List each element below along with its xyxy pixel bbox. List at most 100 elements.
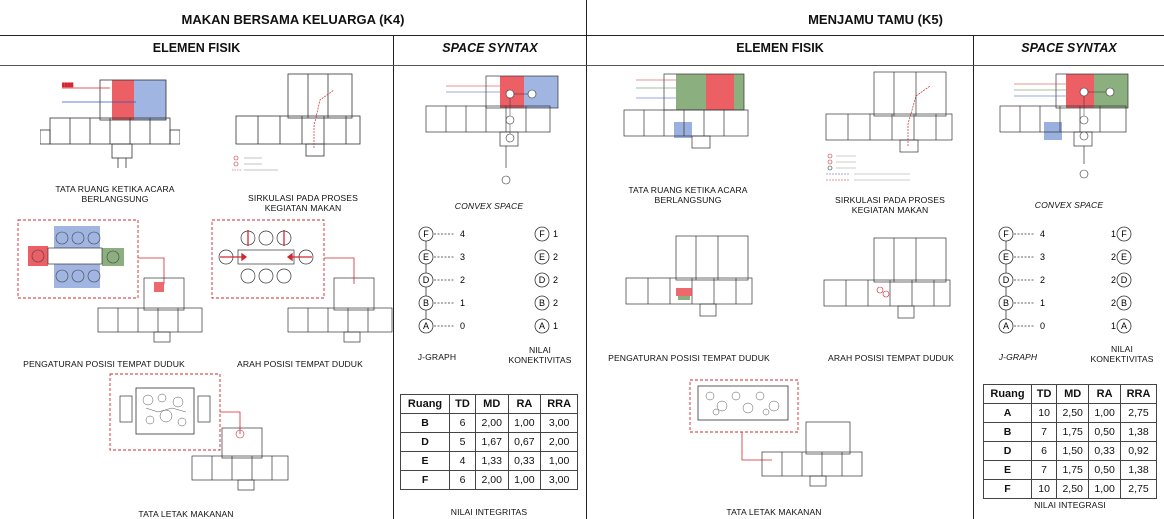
table-cell: 0,33 bbox=[507, 451, 542, 471]
jgraph-node-label: A bbox=[423, 321, 429, 331]
jgraph-node bbox=[998, 318, 1014, 334]
k5-pengaturan-plan bbox=[625, 235, 753, 317]
table-header: RA bbox=[507, 394, 542, 414]
konektivitas-value: 1 bbox=[553, 229, 558, 239]
table-cell: 1,33 bbox=[474, 451, 509, 471]
k5-section-title: MENJAMU TAMU (K5) bbox=[808, 12, 943, 27]
k4-section-title: MAKAN BERSAMA KELUARGA (K4) bbox=[181, 12, 405, 27]
table-cell: 1,75 bbox=[1056, 422, 1090, 442]
table-cell: D bbox=[399, 432, 451, 452]
konektivitas-node bbox=[1116, 249, 1132, 265]
jgraph-depth-label: 3 bbox=[460, 252, 465, 262]
table-cell: B bbox=[399, 413, 451, 433]
table-header: Ruang bbox=[399, 394, 451, 414]
konektivitas-node bbox=[1116, 318, 1132, 334]
konektivitas-node bbox=[1116, 226, 1132, 242]
konektivitas-value: 2 bbox=[1111, 252, 1116, 262]
k4-pengaturan-plan bbox=[17, 219, 203, 343]
konektivitas-node-label: D bbox=[1121, 275, 1128, 285]
table-header: TD bbox=[449, 394, 476, 414]
k5-space-syntax-title: SPACE SYNTAX bbox=[1021, 41, 1117, 55]
table-cell: 1,00 bbox=[1088, 403, 1122, 423]
table-cell: 2,75 bbox=[1120, 403, 1157, 423]
jgraph-node bbox=[418, 226, 434, 242]
jgraph-depth-label: 4 bbox=[460, 229, 465, 239]
k4-convex-plan bbox=[425, 75, 559, 185]
table-cell: 0,33 bbox=[1088, 441, 1122, 461]
konektivitas-value: 2 bbox=[553, 275, 558, 285]
jgraph-node-label: A bbox=[1003, 321, 1009, 331]
table-cell: 2,50 bbox=[1056, 403, 1090, 423]
k4-cap-tata-ruang-2: BERLANGSUNG bbox=[81, 194, 149, 204]
table-cell: 0,67 bbox=[507, 432, 542, 452]
table-cell: 7 bbox=[1030, 422, 1058, 442]
k5-convex-plan bbox=[999, 73, 1129, 179]
k4-cap-sirkulasi-1: SIRKULASI PADA PROSES bbox=[248, 193, 358, 203]
table-cell: 6 bbox=[449, 470, 476, 490]
jgraph-depth-label: 3 bbox=[1040, 252, 1045, 262]
konektivitas-node bbox=[534, 318, 550, 334]
k4-cap-convex: CONVEX SPACE bbox=[454, 201, 524, 211]
konektivitas-node-label: E bbox=[539, 252, 545, 262]
table-cell: A bbox=[983, 403, 1032, 423]
jgraph-depth-label: 4 bbox=[1040, 229, 1045, 239]
table-cell: 1,00 bbox=[507, 413, 542, 433]
table-header: RRA bbox=[1120, 384, 1157, 404]
section-divider bbox=[586, 0, 587, 519]
konektivitas-node bbox=[1116, 272, 1132, 288]
jgraph-node bbox=[418, 318, 434, 334]
konektivitas-value: 2 bbox=[1111, 275, 1116, 285]
table-header: TD bbox=[1030, 384, 1058, 404]
table-cell: 3,00 bbox=[540, 470, 578, 490]
k4-space-syntax-title: SPACE SYNTAX bbox=[442, 41, 538, 55]
jgraph-depth-label: 0 bbox=[1040, 321, 1045, 331]
table-cell: 1,00 bbox=[1088, 479, 1122, 499]
table-header: Ruang bbox=[983, 384, 1032, 404]
table-cell: 4 bbox=[449, 451, 476, 471]
jgraph-node-label: D bbox=[1003, 275, 1010, 285]
jgraph-node-label: B bbox=[423, 298, 429, 308]
jgraph-node bbox=[418, 272, 434, 288]
konektivitas-node-label: A bbox=[539, 321, 545, 331]
table-cell: 1,75 bbox=[1056, 460, 1090, 480]
k4-sirkulasi-plan bbox=[232, 73, 361, 171]
konektivitas-node bbox=[534, 272, 550, 288]
jgraph-depth-label: 2 bbox=[460, 275, 465, 285]
konektivitas-node-label: E bbox=[1121, 252, 1127, 262]
konektivitas-value: 1 bbox=[1111, 321, 1116, 331]
table-cell: 1,38 bbox=[1120, 422, 1157, 442]
k4-cap-pengaturan: PENGATURAN POSISI TEMPAT DUDUK bbox=[23, 359, 185, 369]
konektivitas-node-label: F bbox=[1121, 229, 1127, 239]
k5-cap-sirkulasi-1: SIRKULASI PADA PROSES bbox=[835, 195, 945, 205]
k4-cap-tata-ruang-1: TATA RUANG KETIKA ACARA bbox=[55, 184, 175, 194]
konektivitas-node-label: B bbox=[1121, 298, 1127, 308]
jgraph-node bbox=[998, 272, 1014, 288]
jgraph-node-label: F bbox=[1003, 229, 1009, 239]
k5-column-divider bbox=[973, 36, 974, 519]
k4-cap-jgraph: J-GRAPH bbox=[417, 352, 457, 362]
k4-cap-nilai-kon-2: KONEKTIVITAS bbox=[508, 355, 572, 365]
k5-cap-nilai-integrasi: NILAI INTEGRASI bbox=[1034, 500, 1106, 510]
table-cell: 2,50 bbox=[1056, 479, 1090, 499]
jgraph-depth-label: 0 bbox=[460, 321, 465, 331]
jgraph-node bbox=[998, 249, 1014, 265]
k4-cap-tata-letak: TATA LETAK MAKANAN bbox=[138, 509, 234, 519]
k5-cap-tata-ruang-1: TATA RUANG KETIKA ACARA bbox=[628, 185, 748, 195]
konektivitas-value: 1 bbox=[1111, 229, 1116, 239]
table-header: MD bbox=[474, 394, 509, 414]
k5-cap-jgraph: J-GRAPH bbox=[998, 352, 1038, 362]
table-cell: E bbox=[399, 451, 451, 471]
table-cell: 6 bbox=[1030, 441, 1058, 461]
table-cell: 0,92 bbox=[1120, 441, 1157, 461]
konektivitas-value: 2 bbox=[553, 252, 558, 262]
jgraph-node bbox=[418, 295, 434, 311]
